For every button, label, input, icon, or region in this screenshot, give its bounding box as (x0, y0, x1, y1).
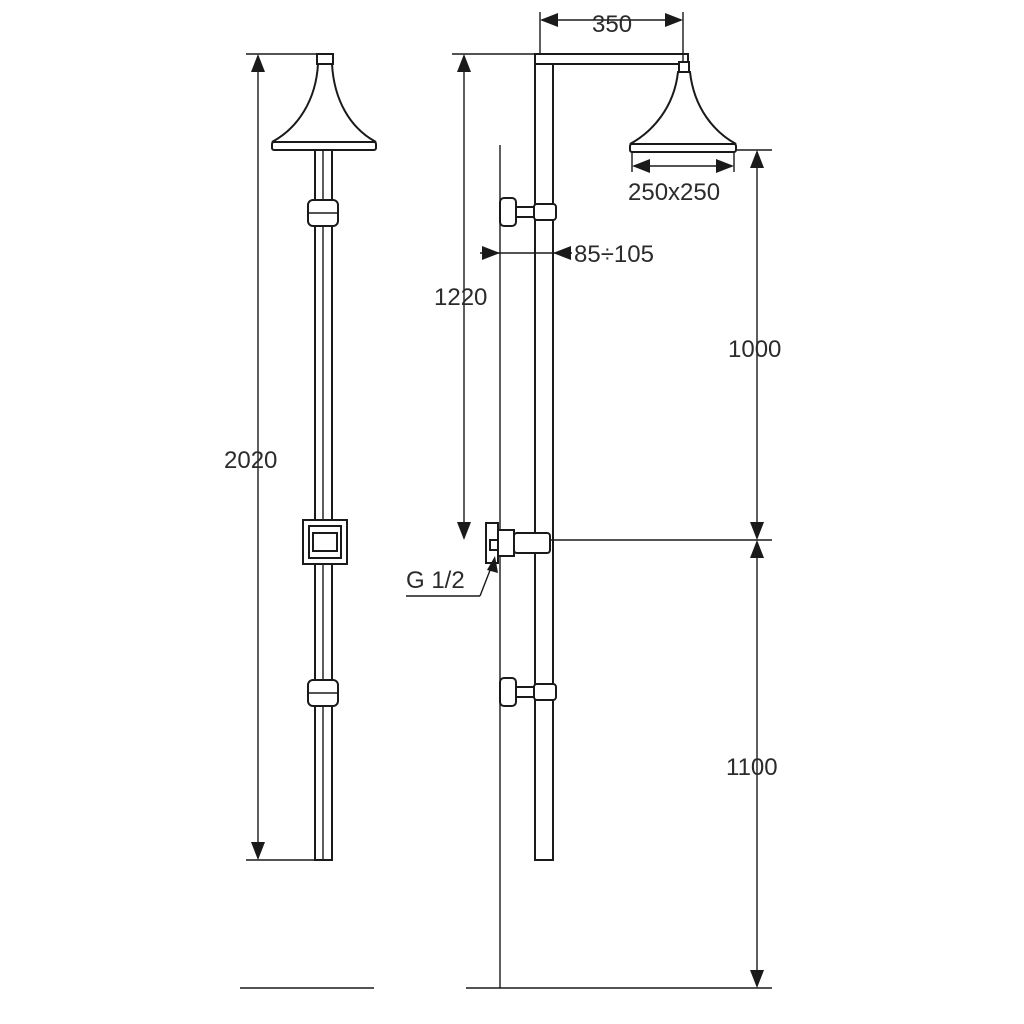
head-to-inlet-label: 1000 (728, 336, 781, 363)
lower-wall-bracket (499, 677, 557, 707)
arm-length-label: 350 (592, 11, 632, 38)
thread-label: G 1/2 (406, 567, 465, 594)
inlet-to-floor-label: 1100 (726, 754, 778, 781)
wall-offset-dimension (480, 246, 572, 260)
thread-leader (406, 556, 498, 597)
inlet-connection (485, 522, 551, 564)
front-view: 2020 (224, 53, 377, 989)
front-shower-head (271, 53, 377, 151)
overall-height-dimension (246, 53, 318, 861)
side-shower-head (629, 61, 737, 153)
side-view: 350 250x250 85÷105 1220 (406, 11, 781, 989)
inlet-height-label: 1220 (434, 284, 487, 311)
inlet-height-dimension (452, 53, 535, 540)
overall-height-label: 2020 (224, 447, 277, 474)
arm-length-dimension (539, 12, 684, 62)
shower-arm (534, 53, 689, 65)
head-size-dimension (631, 152, 735, 173)
wall-offset-label: 85÷105 (574, 241, 654, 268)
front-inlet-block (302, 519, 348, 565)
side-column-pipe (534, 55, 554, 861)
front-lower-clamp (307, 679, 339, 707)
head-size-label: 250x250 (628, 179, 720, 206)
head-to-inlet-dimension (750, 150, 764, 540)
inlet-to-floor-dimension (750, 540, 764, 988)
front-upper-clamp (307, 199, 339, 227)
upper-wall-bracket (499, 197, 557, 227)
